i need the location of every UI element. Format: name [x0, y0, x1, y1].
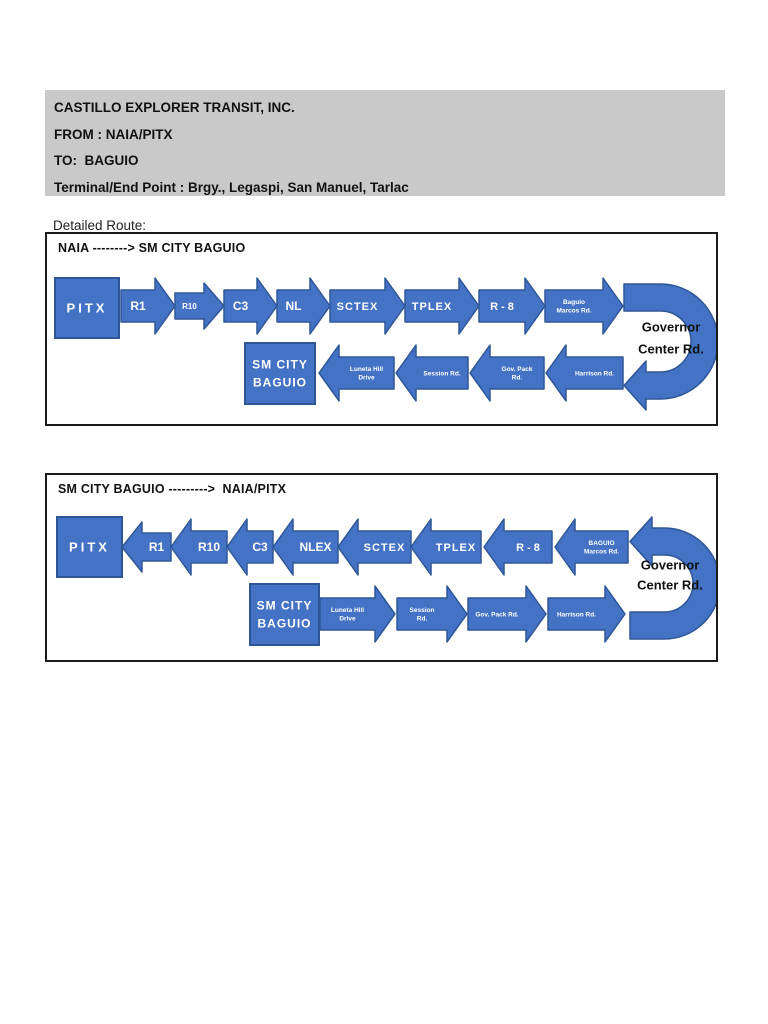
node-label: C3: [252, 540, 268, 554]
node-label: R1: [130, 299, 146, 313]
terminal-pitx: PITX: [54, 277, 120, 339]
uturn-governor-center: [623, 283, 716, 411]
arrow-sctex: SCTEX: [329, 277, 406, 335]
node-label: NLEX: [299, 540, 331, 554]
node-label: SCTEX: [364, 542, 406, 554]
node-label: NL: [286, 299, 302, 313]
arrow-r1: R1: [121, 521, 172, 573]
document-header: CASTILLO EXPLORER TRANSIT, INC. FROM : N…: [45, 90, 725, 196]
node-label: Session Rd.: [423, 370, 460, 377]
terminal-pitx: PITX: [56, 516, 123, 578]
node-label: SCTEX: [337, 301, 379, 313]
arrow-gov-pack-rd: Gov. Pack Rd.: [467, 585, 547, 643]
arrow-tplex: TPLEX: [404, 277, 480, 335]
route-from-line: FROM : NAIA/PITX: [54, 126, 173, 142]
arrow-nlex: NLEX: [272, 518, 339, 576]
node-label: Harrison Rd.: [557, 611, 596, 618]
route-title-outbound: NAIA --------> SM CITY BAGUIO: [58, 241, 246, 255]
arrow-c3: C3: [223, 277, 278, 335]
terminal-endpoint-line: Terminal/End Point : Brgy., Legaspi, San…: [54, 179, 409, 195]
arrow-r10: R10: [170, 518, 228, 576]
arrow-r10: R10: [174, 282, 225, 330]
arrow-c3: C3: [226, 518, 274, 576]
node-label: TPLEX: [412, 301, 452, 313]
arrow-r8: R - 8: [483, 518, 553, 576]
node-label: R - 8: [516, 542, 540, 554]
node-label: TPLEX: [436, 542, 476, 554]
node-label: R - 8: [490, 301, 514, 313]
arrow-session-rd: Session Rd.: [395, 344, 469, 402]
node-label: Gov. Pack Rd.: [475, 611, 518, 618]
uturn-governor-center: [629, 516, 716, 640]
arrow-sctex: SCTEX: [337, 518, 412, 576]
arrow-harrison-rd: Harrison Rd.: [547, 585, 626, 643]
uturn-shape: [623, 283, 716, 411]
node-label: C3: [233, 299, 249, 313]
route-to-line: TO: BAGUIO: [54, 153, 139, 168]
detailed-route-label: Detailed Route:: [53, 217, 147, 233]
arrow-r8: R - 8: [478, 277, 546, 335]
node-label: Harrison Rd.: [575, 370, 614, 377]
node-label: R10: [198, 540, 220, 554]
arrow-nl: NL: [276, 277, 331, 335]
arrow-r1: R1: [120, 277, 176, 335]
node-label: PITX: [67, 301, 108, 316]
node-label: PITX: [69, 540, 110, 555]
arrow-harrison-rd: Harrison Rd.: [545, 344, 624, 402]
node-label: R10: [182, 302, 197, 311]
arrow-tplex: TPLEX: [410, 518, 482, 576]
uturn-shape: [629, 516, 716, 640]
node-label: R1: [149, 540, 165, 554]
company-name: CASTILLO EXPLORER TRANSIT, INC.: [54, 100, 295, 115]
route-title-return: SM CITY BAGUIO ---------> NAIA/PITX: [58, 482, 287, 496]
